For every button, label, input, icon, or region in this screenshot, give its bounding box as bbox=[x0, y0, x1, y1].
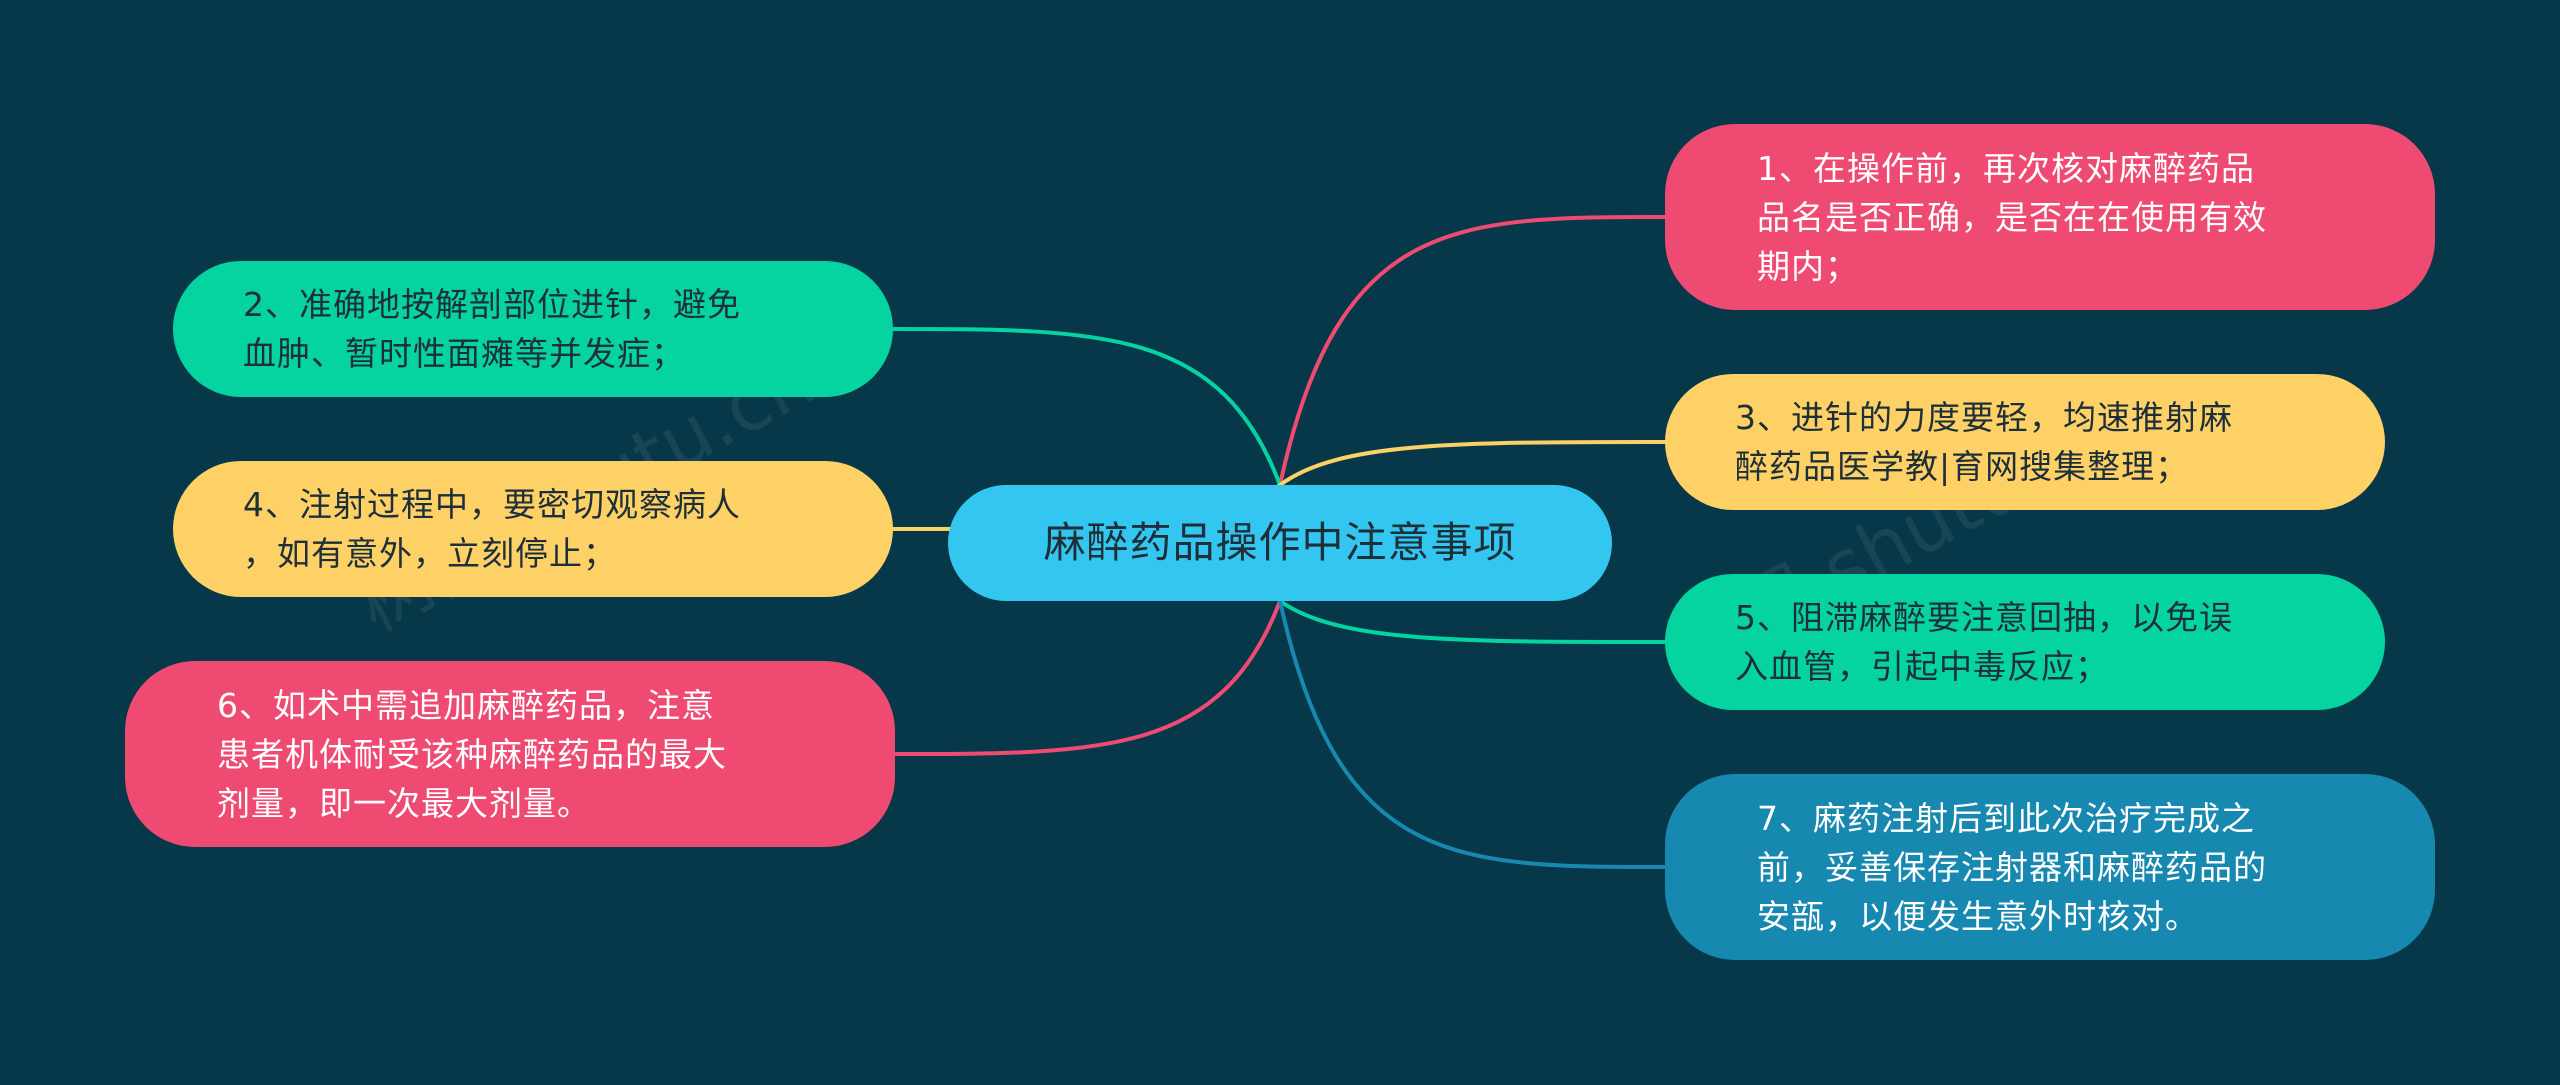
branch-node-7[interactable]: 7、麻药注射后到此次治疗完成之 前，妥善保存注射器和麻醉药品的 安瓿，以便发生意… bbox=[1665, 774, 2435, 960]
connector-2 bbox=[889, 327, 1282, 486]
branch-node-7-label: 7、麻药注射后到此次治疗完成之 前，妥善保存注射器和麻醉药品的 安瓿，以便发生意… bbox=[1757, 798, 2267, 936]
branch-node-1[interactable]: 1、在操作前，再次核对麻醉药品 品名是否正确，是否在在使用有效 期内； bbox=[1665, 124, 2435, 310]
connector-6 bbox=[892, 600, 1282, 756]
central-topic[interactable]: 麻醉药品操作中注意事项 bbox=[948, 485, 1612, 601]
branch-node-4-label: 4、注射过程中，要密切观察病人 ，如有意外，立刻停止； bbox=[243, 485, 741, 573]
branch-node-6[interactable]: 6、如术中需追加麻醉药品，注意 患者机体耐受该种麻醉药品的最大 剂量，即一次最大… bbox=[125, 661, 895, 847]
central-topic-label: 麻醉药品操作中注意事项 bbox=[1043, 518, 1517, 567]
branch-node-5-label: 5、阻滞麻醉要注意回抽，以免误 入血管，引起中毒反应； bbox=[1735, 598, 2233, 686]
branch-node-3[interactable]: 3、进针的力度要轻，均速推射麻 醉药品医学教|育网搜集整理； bbox=[1665, 374, 2385, 510]
branch-node-1-label: 1、在操作前，再次核对麻醉药品 品名是否正确，是否在在使用有效 期内； bbox=[1757, 148, 2267, 286]
branch-node-2-label: 2、准确地按解剖部位进针，避免 血肿、暂时性面瘫等并发症； bbox=[243, 285, 741, 373]
connector-5 bbox=[1278, 599, 1668, 644]
connector-1 bbox=[1278, 215, 1668, 486]
branch-node-6-label: 6、如术中需追加麻醉药品，注意 患者机体耐受该种麻醉药品的最大 剂量，即一次最大… bbox=[217, 685, 727, 823]
branch-node-5[interactable]: 5、阻滞麻醉要注意回抽，以免误 入血管，引起中毒反应； bbox=[1665, 574, 2385, 710]
connector-7 bbox=[1278, 600, 1668, 869]
connector-3 bbox=[1278, 440, 1668, 487]
branch-node-3-label: 3、进针的力度要轻，均速推射麻 醉药品医学教|育网搜集整理； bbox=[1735, 398, 2233, 486]
branch-node-4[interactable]: 4、注射过程中，要密切观察病人 ，如有意外，立刻停止； bbox=[173, 461, 893, 597]
branch-node-2[interactable]: 2、准确地按解剖部位进针，避免 血肿、暂时性面瘫等并发症； bbox=[173, 261, 893, 397]
